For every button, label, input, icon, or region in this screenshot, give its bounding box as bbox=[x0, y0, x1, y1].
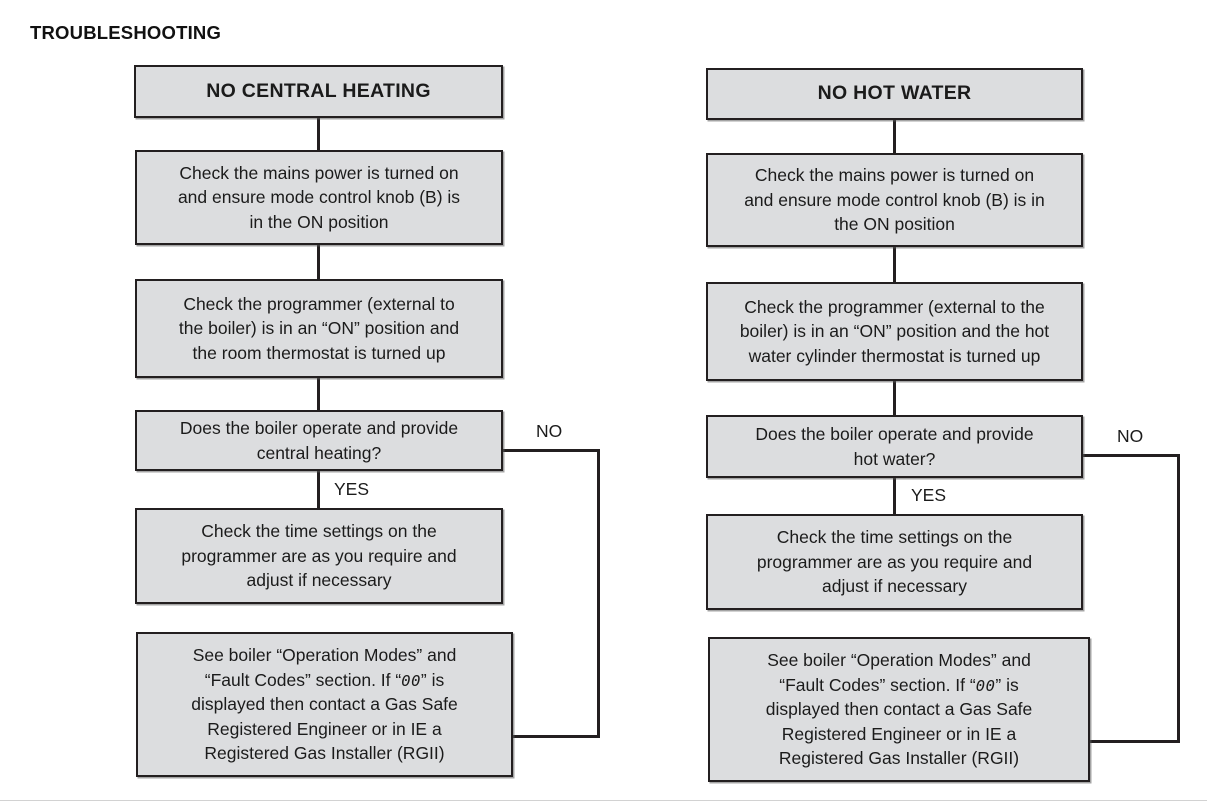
step-line: Registered Engineer or in IE a bbox=[207, 718, 442, 739]
step-line: the ON position bbox=[834, 214, 955, 235]
connector-programmer-to-decision-right bbox=[893, 379, 896, 416]
step-line: programmer are as you require and bbox=[181, 545, 457, 566]
step-line: displayed then contact a Gas Safe bbox=[765, 699, 1033, 720]
step-line: Check the mains power is turned on bbox=[754, 165, 1035, 186]
step-line: adjust if necessary bbox=[822, 576, 967, 597]
step-line: Registered Gas Installer (RGII) bbox=[778, 748, 1020, 769]
step-line: and ensure mode control knob (B) is bbox=[177, 187, 461, 208]
step-line: Check the time settings on the bbox=[776, 527, 1013, 548]
step-line: central heating? bbox=[256, 442, 382, 463]
flow-decision-right: Does the boiler operate and provide hot … bbox=[706, 415, 1083, 478]
flow-step-programmer-check-right: Check the programmer (external to the bo… bbox=[706, 282, 1083, 381]
step-line: “Fault Codes” section. If “ bbox=[779, 674, 976, 695]
step-line: boiler) is in an “ON” position and the h… bbox=[739, 321, 1050, 342]
step-line: “Fault Codes” section. If “ bbox=[204, 669, 402, 690]
connector-no-in-left bbox=[511, 735, 600, 738]
connector-no-out-right bbox=[1081, 454, 1180, 457]
connector-title-to-mains-right bbox=[893, 119, 896, 154]
step-line: Registered Engineer or in IE a bbox=[781, 723, 1017, 744]
fault-code-value: 00 bbox=[401, 671, 421, 690]
edge-label-yes-left: YES bbox=[334, 479, 370, 499]
flow-step-time-settings-right: Check the time settings on the programme… bbox=[706, 514, 1083, 610]
step-line: hot water? bbox=[853, 448, 936, 469]
edge-label-no-right: NO bbox=[1117, 426, 1144, 446]
flow-step-mains-power-right: Check the mains power is turned on and e… bbox=[706, 153, 1083, 247]
connector-title-to-mains bbox=[317, 116, 320, 151]
step-line: Check the time settings on the bbox=[201, 521, 437, 542]
step-line: the boiler) is in an “ON” position and bbox=[178, 318, 460, 339]
connector-decision-to-time-right bbox=[893, 476, 896, 517]
flow-title-no-central-heating: NO CENTRAL HEATING bbox=[134, 65, 503, 118]
connector-no-down-left bbox=[597, 449, 600, 738]
footer-divider bbox=[0, 800, 1207, 801]
flow-step-programmer-check-left: Check the programmer (external to the bo… bbox=[135, 279, 503, 378]
step-line: See boiler “Operation Modes” and bbox=[192, 645, 457, 666]
step-line: adjust if necessary bbox=[246, 570, 392, 591]
step-line: water cylinder thermostat is turned up bbox=[748, 345, 1041, 366]
step-line: Registered Gas Installer (RGII) bbox=[204, 743, 445, 764]
step-line: ” is bbox=[995, 674, 1019, 695]
step-line: ” is bbox=[420, 669, 445, 690]
connector-no-down-right bbox=[1177, 454, 1180, 743]
flow-step-fault-codes-left: See boiler “Operation Modes” and “Fault … bbox=[136, 632, 513, 777]
step-line: Does the boiler operate and provide bbox=[179, 418, 459, 438]
step-line: displayed then contact a Gas Safe bbox=[191, 694, 458, 715]
connector-mains-to-programmer-right bbox=[893, 245, 896, 283]
connector-no-in-right bbox=[1087, 740, 1180, 743]
step-line: Does the boiler operate and provide bbox=[755, 424, 1034, 444]
step-line: and ensure mode control knob (B) is in bbox=[744, 189, 1045, 210]
edge-label-yes-right: YES bbox=[911, 485, 947, 505]
step-line: See boiler “Operation Modes” and bbox=[767, 650, 1031, 671]
connector-mains-to-programmer bbox=[317, 243, 320, 280]
flow-decision-left: Does the boiler operate and provide cent… bbox=[135, 410, 503, 471]
flow-step-time-settings-left: Check the time settings on the programme… bbox=[135, 508, 503, 604]
connector-no-out-left bbox=[501, 449, 600, 452]
step-line: Check the programmer (external to the bbox=[744, 296, 1045, 317]
step-line: programmer are as you require and bbox=[756, 551, 1033, 572]
step-line: the room thermostat is turned up bbox=[192, 342, 446, 363]
page-title: TROUBLESHOOTING bbox=[30, 22, 222, 43]
connector-decision-to-time-left bbox=[317, 469, 320, 510]
step-line: Check the programmer (external to bbox=[183, 293, 455, 314]
step-line: in the ON position bbox=[249, 211, 389, 232]
connector-programmer-to-decision bbox=[317, 376, 320, 412]
flow-title-no-hot-water: NO HOT WATER bbox=[706, 68, 1083, 120]
fault-code-value: 00 bbox=[975, 676, 996, 695]
flow-step-mains-power-left: Check the mains power is turned on and e… bbox=[135, 150, 503, 245]
step-line: Check the mains power is turned on bbox=[179, 162, 459, 183]
edge-label-no-left: NO bbox=[536, 421, 563, 441]
flow-step-fault-codes-right: See boiler “Operation Modes” and “Fault … bbox=[708, 637, 1090, 782]
